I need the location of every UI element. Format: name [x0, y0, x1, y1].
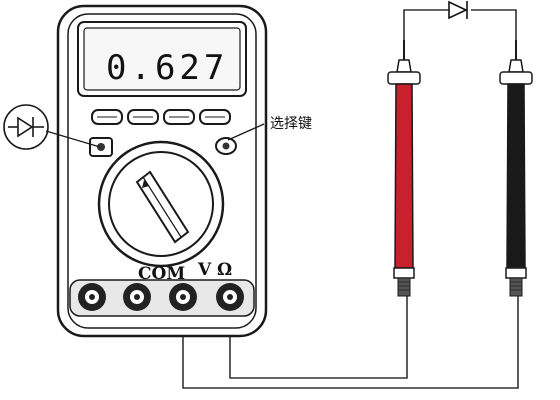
terminal-label-v: V — [197, 260, 212, 280]
lcd-screen — [83, 27, 241, 91]
red-probe-handle — [394, 83, 414, 269]
jack-v-ohm[interactable] — [216, 283, 244, 311]
jack-com[interactable] — [169, 283, 197, 311]
black-probe[interactable] — [499, 40, 533, 297]
terminal-strip — [69, 279, 255, 317]
wire-circuit — [403, 9, 517, 40]
test-lead-wires — [182, 9, 519, 389]
input-jacks — [78, 283, 244, 311]
select-key-callout: 选择键 — [227, 116, 312, 141]
wire-com — [182, 296, 519, 389]
diode-symbol-callout — [3, 104, 101, 150]
wire-v-ohm — [229, 296, 408, 379]
terminal-label-com: COM — [138, 264, 185, 284]
multimeter: 0.627 COM V Ω — [56, 4, 268, 338]
circuit-diode-icon — [448, 0, 468, 20]
red-probe[interactable] — [387, 40, 421, 297]
jack-10a[interactable] — [78, 283, 106, 311]
terminal-label-ohm: Ω — [217, 260, 232, 280]
lcd-reading: 0.627 — [106, 48, 228, 88]
meter-inner-case — [67, 13, 257, 329]
black-probe-handle — [506, 83, 526, 269]
select-key-label: 选择键 — [270, 116, 312, 132]
rotary-dial[interactable] — [97, 140, 225, 268]
jack-ma[interactable] — [123, 283, 151, 311]
